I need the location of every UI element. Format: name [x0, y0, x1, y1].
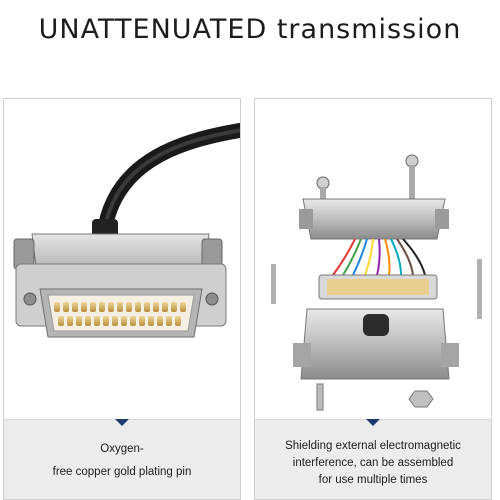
headline: UNATTENUATED transmission [38, 14, 462, 45]
caption-pointer [115, 419, 129, 426]
left-caption-line-1: Oxygen- [100, 443, 144, 455]
exploded-connector-image [271, 154, 482, 411]
right-caption-line-1: Shielding external electromagnetic [285, 440, 461, 452]
left-caption-box: Oxygen- free copper gold plating pin [4, 419, 240, 499]
right-caption-line-3: for use multiple times [318, 474, 428, 486]
left-panel: Oxygen- free copper gold plating pin [3, 98, 241, 500]
right-caption-line-2: interference, can be assembled [292, 457, 454, 469]
assembled-connector-image [13, 122, 240, 338]
left-caption-line-2: free copper gold plating pin [52, 466, 192, 478]
right-caption-box: Shielding external electromagnetic inter… [255, 419, 491, 499]
right-panel: Shielding external electromagnetic inter… [254, 98, 492, 500]
screw-icon [316, 176, 330, 199]
caption-pointer [366, 419, 380, 426]
